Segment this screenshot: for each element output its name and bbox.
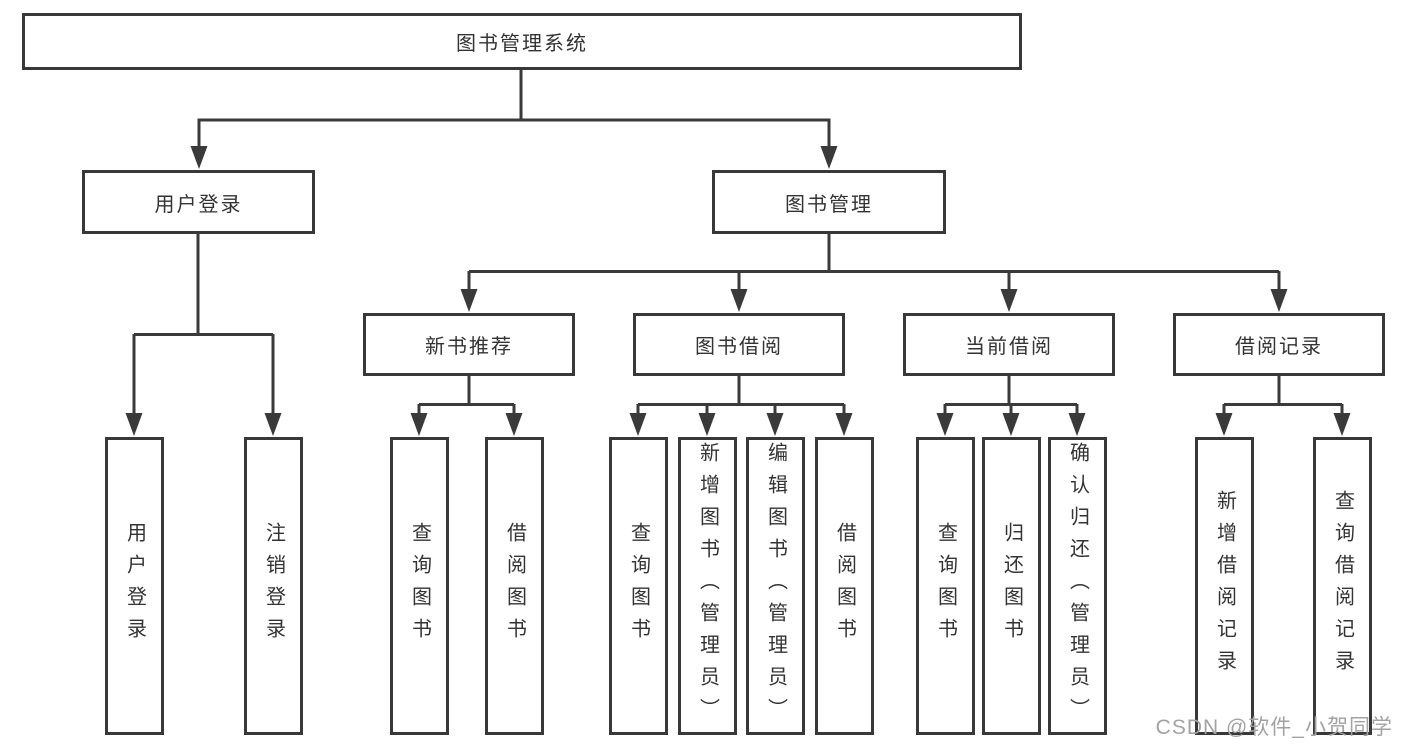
leaf-label: 借阅图书	[833, 522, 856, 650]
leaf-label: 用户登录	[123, 522, 146, 650]
csdn-watermark: CSDN @软件_小贺同学	[1155, 716, 1393, 739]
node-label: 图书管理	[785, 193, 873, 216]
node-label: 新书推荐	[425, 336, 513, 358]
leaf-return-book: 归还图书	[982, 437, 1041, 735]
leaf-add-book-admin: 新增图书（管理员）	[678, 437, 737, 735]
leaf-label: 归还图书	[1000, 522, 1023, 650]
leaf-label: 查询借阅记录	[1331, 490, 1354, 682]
leaf-user-login: 用户登录	[105, 437, 164, 735]
leaf-label: 注销登录	[262, 522, 285, 650]
leaf-query-book-borrow: 查询图书	[609, 437, 668, 735]
leaf-label: 新增借阅记录	[1213, 490, 1236, 682]
node-label: 当前借阅	[965, 336, 1053, 358]
leaf-label: 查询图书	[408, 522, 431, 650]
leaf-label: 借阅图书	[503, 522, 526, 650]
leaf-label: 查询图书	[934, 522, 957, 650]
node-label: 图书管理系统	[456, 33, 588, 55]
node-label: 借阅记录	[1235, 336, 1323, 358]
leaf-query-book-current: 查询图书	[916, 437, 975, 735]
node-borrow-record: 借阅记录	[1173, 313, 1385, 376]
leaf-label: 新增图书（管理员）	[696, 442, 719, 730]
leaf-confirm-return-admin: 确认归还（管理员）	[1048, 437, 1107, 735]
leaf-label: 编辑图书（管理员）	[764, 442, 787, 730]
node-label: 图书借阅	[695, 336, 783, 358]
leaf-logout: 注销登录	[244, 437, 303, 735]
leaf-query-borrow-record: 查询借阅记录	[1313, 437, 1372, 735]
node-label: 用户登录	[154, 193, 243, 216]
node-book-borrow: 图书借阅	[633, 313, 845, 376]
leaf-label: 确认归还（管理员）	[1066, 442, 1089, 730]
leaf-add-borrow-record: 新增借阅记录	[1195, 437, 1254, 735]
node-current-borrow: 当前借阅	[903, 313, 1115, 376]
node-book-management: 图书管理	[712, 170, 946, 234]
node-library-management-system: 图书管理系统	[22, 13, 1022, 70]
node-new-book-recommend: 新书推荐	[363, 313, 575, 376]
leaf-borrow-book: 借阅图书	[815, 437, 874, 735]
node-user-login: 用户登录	[82, 170, 315, 234]
leaf-edit-book-admin: 编辑图书（管理员）	[746, 437, 805, 735]
leaf-query-book-recommend: 查询图书	[390, 437, 449, 735]
leaf-borrow-book-recommend: 借阅图书	[485, 437, 544, 735]
leaf-label: 查询图书	[627, 522, 650, 650]
